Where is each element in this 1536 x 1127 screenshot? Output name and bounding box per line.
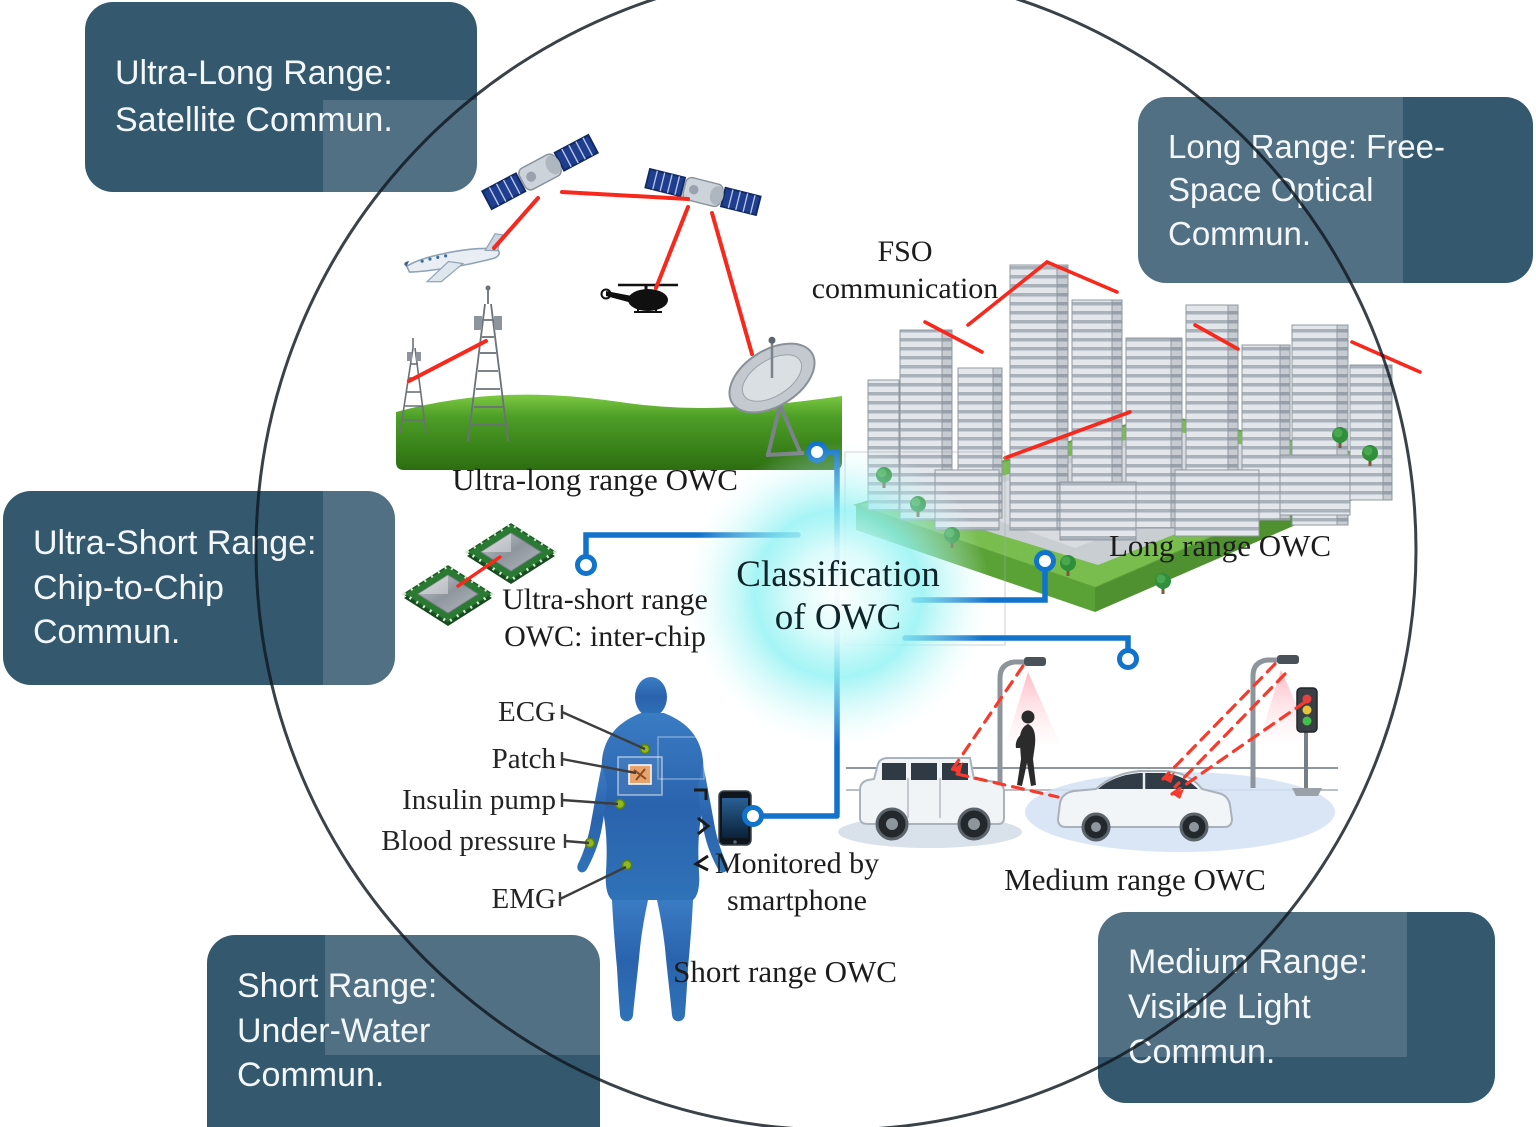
- page-title: Classification of OWC: [713, 554, 963, 640]
- callout-line: Ultra-Long Range:: [115, 54, 393, 93]
- ultra-short-scene-label: Ultra-short range OWC: inter-chip: [455, 582, 755, 655]
- medium-range-scene-label: Medium range OWC: [1004, 862, 1266, 897]
- callout-line: Commun.: [237, 1056, 385, 1095]
- chip-icon: [464, 522, 558, 584]
- callout-line: Visible Light: [1128, 988, 1311, 1027]
- callout-line: Space Optical: [1168, 171, 1374, 209]
- callout-ultra-long-range: Ultra-Long Range: Satellite Commun.: [85, 2, 477, 192]
- helicopter-icon: [600, 283, 678, 313]
- fso-label: FSO communication: [800, 234, 1010, 307]
- satellite-icon: [480, 133, 600, 211]
- sensor-label-insulin-pump: Insulin pump: [402, 784, 556, 816]
- callout-ultra-short-range: Ultra-Short Range: Chip-to-Chip Commun.: [3, 491, 395, 685]
- callout-line: Long Range: Free-: [1168, 127, 1446, 165]
- laser-links: [407, 190, 754, 383]
- callout-line: Ultra-Short Range:: [33, 523, 317, 562]
- callout-medium-range: Medium Range: Visible Light Commun.: [1098, 912, 1495, 1103]
- callout-line: Under-Water: [237, 1011, 431, 1050]
- sensor-label-blood-pressure: Blood pressure: [381, 825, 556, 857]
- callout-long-range: Long Range: Free- Space Optical Commun.: [1138, 97, 1533, 283]
- callout-line: Commun.: [33, 613, 181, 652]
- callout-line: Satellite Commun.: [115, 101, 393, 139]
- fso-label-line2: communication: [811, 271, 999, 305]
- monitored-line1: Monitored by: [714, 847, 880, 880]
- sensor-label-patch: Patch: [491, 743, 556, 775]
- airplane-icon: [404, 233, 504, 283]
- fso-label-line1: FSO: [877, 235, 933, 268]
- monitored-line2: smartphone: [727, 883, 867, 917]
- callout-line: Chip-to-Chip: [33, 568, 224, 607]
- callout-line: Commun.: [1128, 1032, 1276, 1071]
- long-range-scene-label: Long range OWC: [1108, 528, 1332, 563]
- callout-short-range: Short Range: Under-Water Commun.: [207, 935, 600, 1127]
- satellite-icon: [644, 167, 762, 217]
- title-line2: of OWC: [774, 596, 902, 638]
- monitored-by-smartphone-label: Monitored by smartphone: [697, 846, 897, 919]
- ultra-short-label-line1: Ultra-short range: [502, 583, 708, 616]
- short-range-scene-label: Short range OWC: [673, 954, 897, 989]
- sensor-label-ecg: ECG: [498, 696, 556, 728]
- callout-line: Short Range:: [237, 966, 438, 1005]
- sensor-label-emg: EMG: [491, 883, 556, 915]
- ultra-long-scene-label: Ultra-long range OWC: [452, 462, 738, 497]
- title-line1: Classification: [736, 554, 940, 595]
- callout-line: Commun.: [1168, 214, 1312, 252]
- callout-line: Medium Range:: [1128, 943, 1369, 982]
- ultra-short-label-line2: OWC: inter-chip: [504, 619, 706, 653]
